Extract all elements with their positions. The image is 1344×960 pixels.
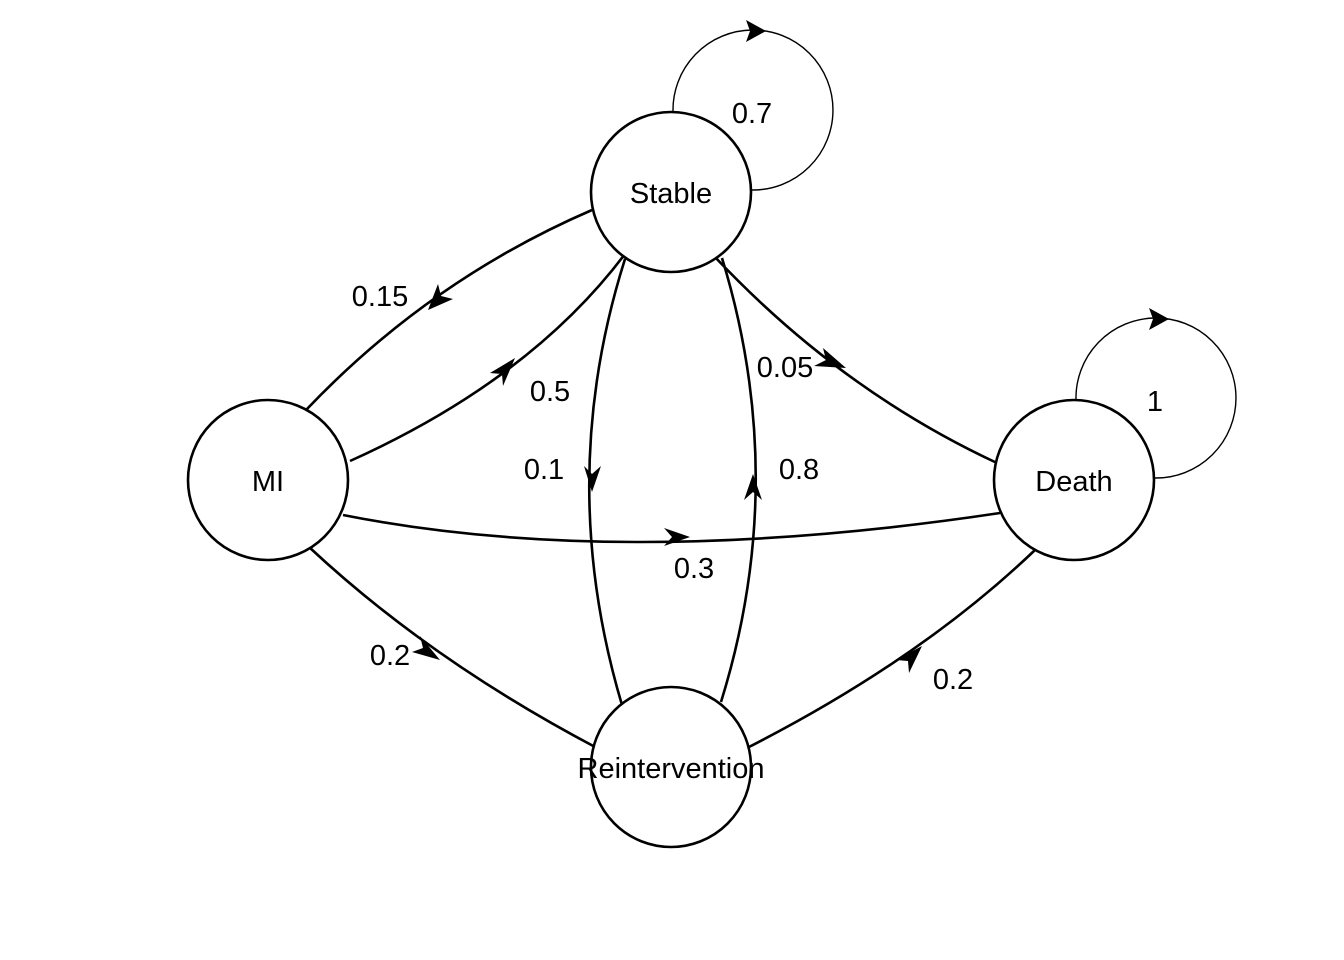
edge-label-reintervention-to-death: 0.2: [933, 664, 973, 696]
edge-label-reintervention-to-stable: 0.8: [779, 454, 819, 486]
arrow-mi-to-death: [664, 528, 690, 546]
arrow-mi-to-reintervention: [412, 636, 440, 660]
edge-label-stable-self-loop: 0.7: [732, 98, 772, 130]
arrow-mi-to-stable: [490, 358, 515, 386]
node-label-death: Death: [1035, 466, 1112, 498]
edge-reintervention-to-stable: [719, 257, 758, 703]
edge-label-death-self-loop: 1: [1147, 386, 1163, 418]
node-mi: MI: [186, 398, 350, 562]
edge-label-stable-to-mi: 0.15: [352, 281, 408, 313]
arrow-stable-self-loop: [746, 20, 766, 42]
edge-label-stable-to-reintervention: 0.1: [524, 454, 564, 486]
arrow-stable-to-mi: [428, 284, 453, 310]
node-death: Death: [992, 398, 1156, 562]
node-stable: Stable: [589, 110, 753, 274]
arrow-stable-to-death: [814, 348, 846, 368]
edge-mi-to-reintervention: [308, 546, 598, 750]
edge-stable-to-death: [713, 255, 998, 465]
arrow-death-self-loop: [1149, 308, 1169, 330]
edge-stable-self-loop: [672, 29, 834, 191]
edge-mi-to-death: [342, 511, 1001, 544]
edge-death-self-loop: [1075, 317, 1237, 479]
edge-label-mi-to-death: 0.3: [674, 553, 714, 585]
node-label-stable: Stable: [630, 178, 712, 210]
arrow-reintervention-to-death: [896, 646, 922, 673]
node-reintervention: Reintervention: [578, 685, 765, 849]
arrow-reintervention-to-stable: [744, 474, 762, 500]
edge-reintervention-to-death: [746, 549, 1036, 750]
edge-label-mi-to-reintervention: 0.2: [370, 640, 410, 672]
edge-label-mi-to-stable: 0.5: [530, 376, 570, 408]
edge-label-stable-to-death: 0.05: [757, 352, 813, 384]
arrow-stable-to-reintervention: [584, 466, 601, 492]
node-label-reintervention: Reintervention: [578, 753, 765, 785]
node-label-mi: MI: [252, 466, 284, 498]
